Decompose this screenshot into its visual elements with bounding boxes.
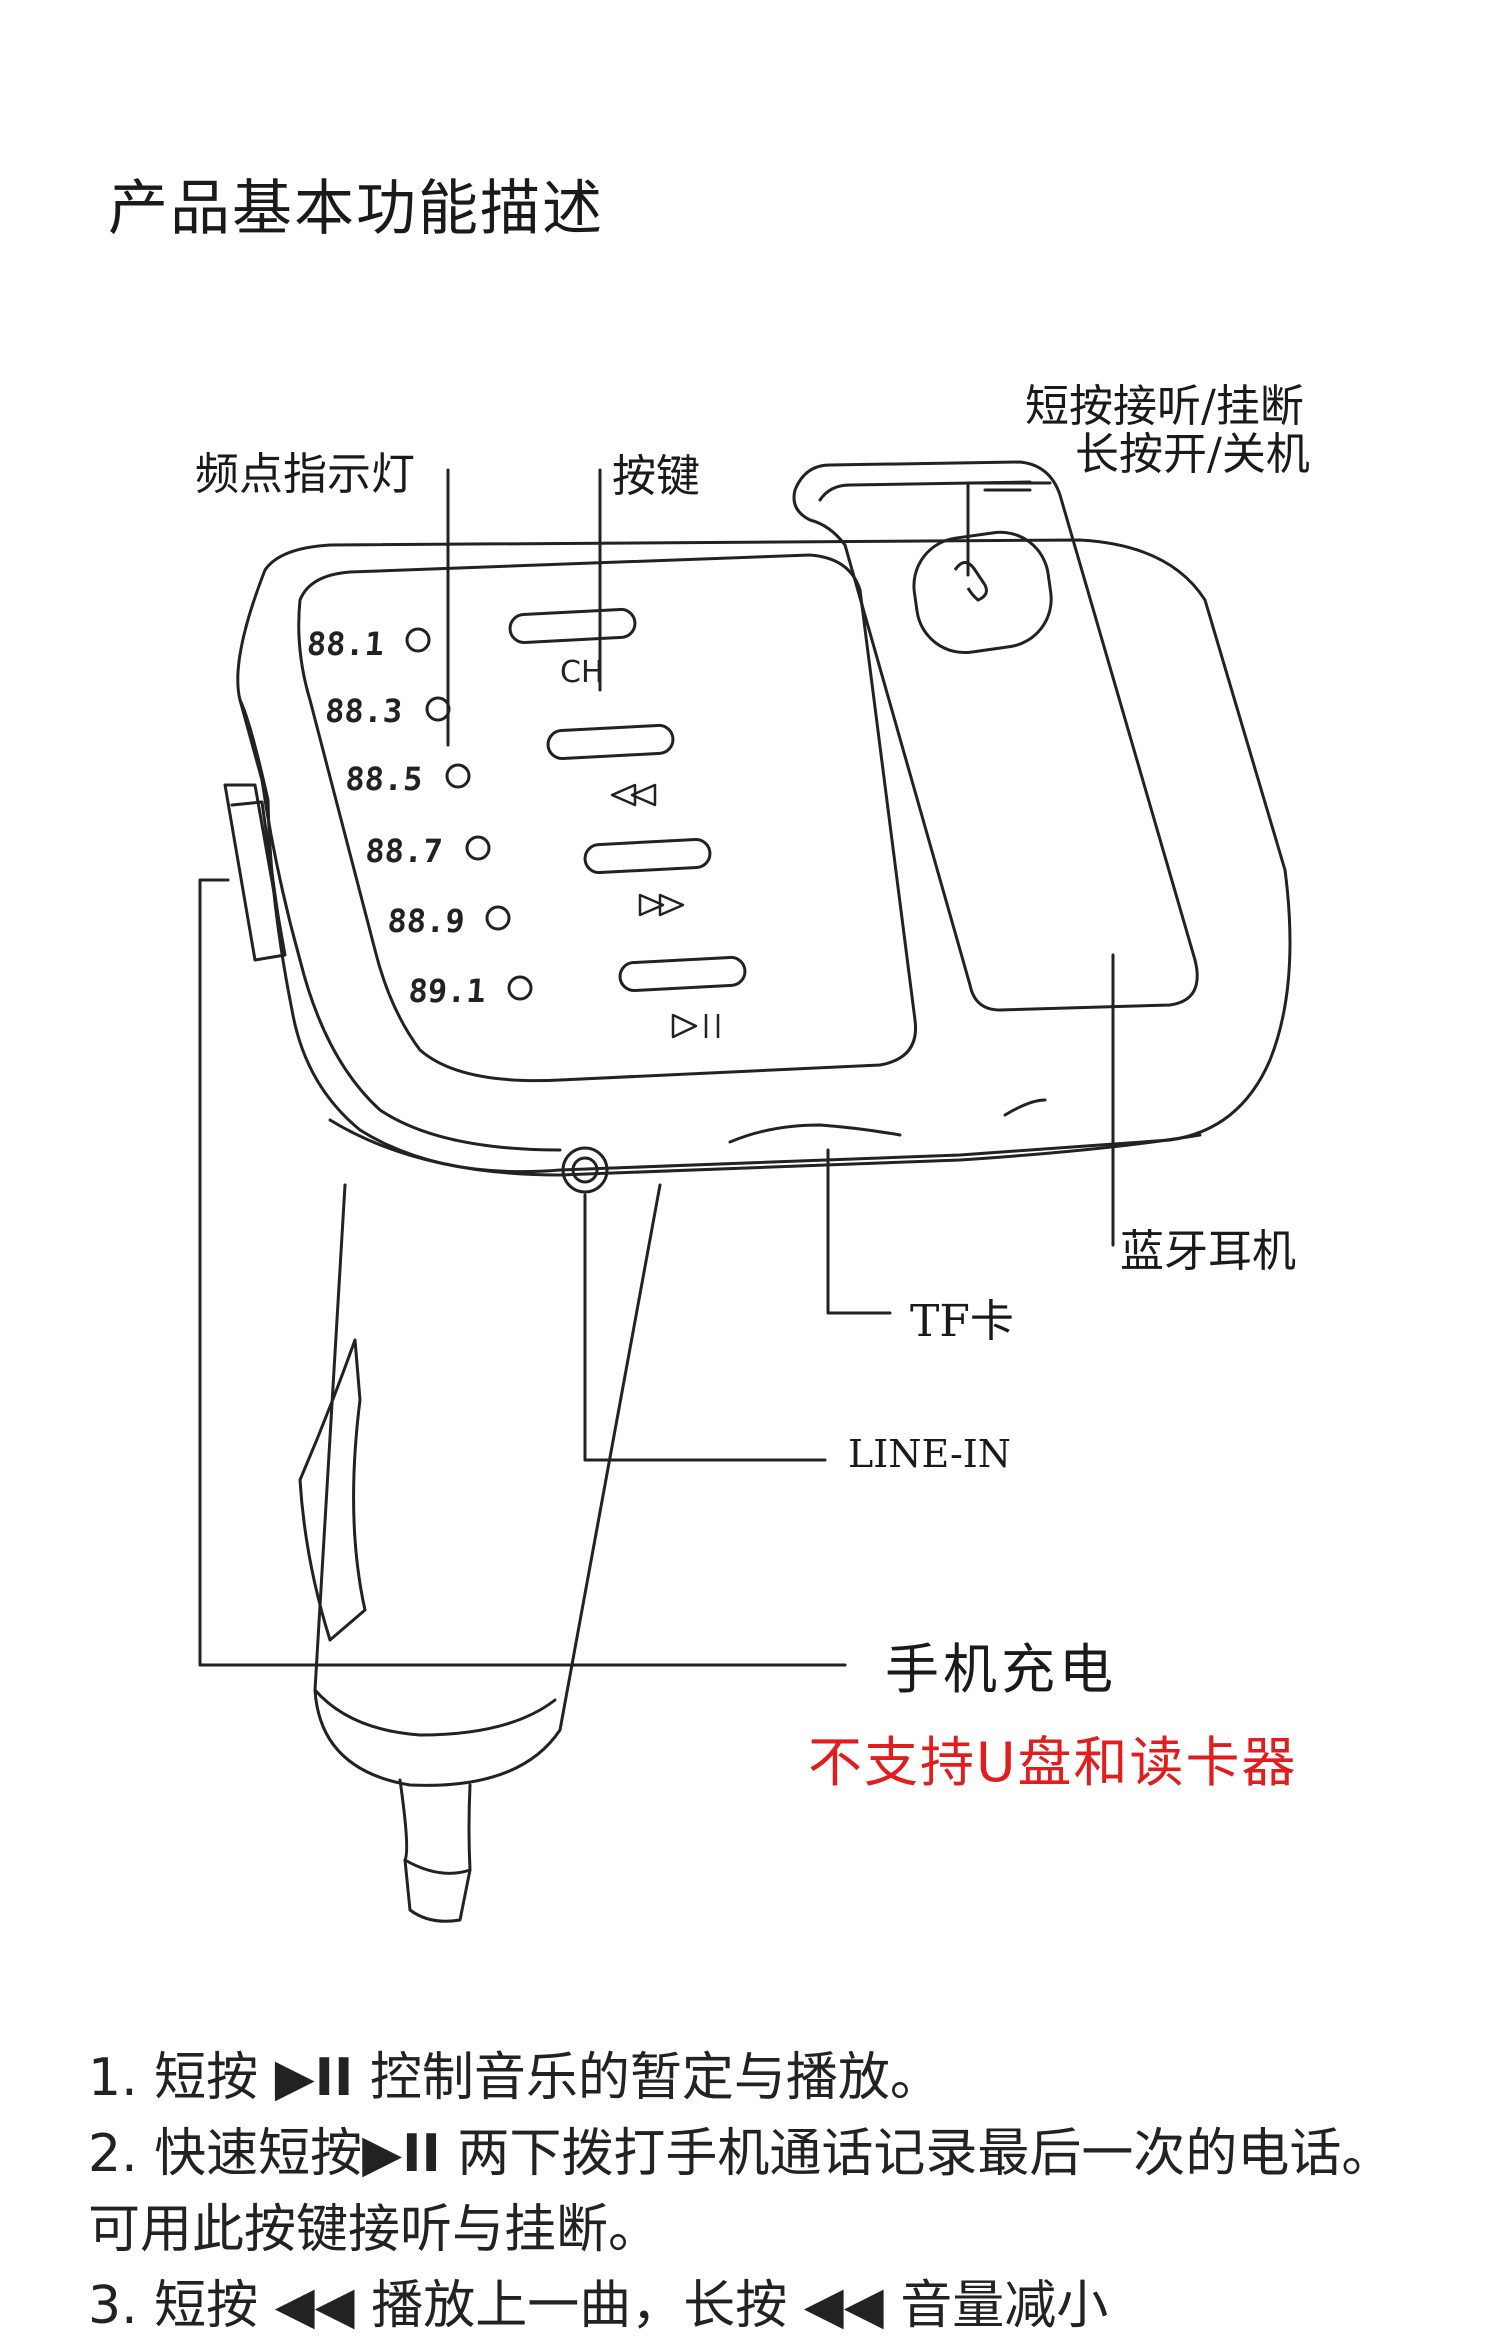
ch-label: CH (560, 655, 604, 690)
frequency-label: 89.1 (407, 972, 487, 1010)
frequency-label: 88.9 (386, 902, 466, 940)
label-tf-card: TF卡 (910, 1296, 1014, 1347)
notice-no-usb-disk: 不支持U盘和读卡器 (808, 1731, 1298, 1794)
usb-port (223, 783, 287, 962)
frequency-label: 88.1 (306, 625, 386, 663)
instruction-1: 1. 短按 ▶II 控制音乐的暂定与播放。 (88, 2048, 942, 2108)
led-dot (405, 627, 431, 653)
instructions: 1. 短按 ▶II 控制音乐的暂定与播放。 2. 快速短按▶II 两下拨打手机通… (88, 2040, 1428, 2344)
leader-call (966, 481, 1052, 577)
tf-card-slot (728, 1123, 902, 1144)
led-dot (465, 835, 491, 861)
led-dot (485, 905, 511, 931)
led-dot (445, 763, 471, 789)
phone-icon (953, 561, 988, 602)
page-title: 产品基本功能描述 (108, 174, 604, 244)
rewind-icon (610, 783, 657, 807)
play-pause-button (618, 955, 747, 993)
frequency-label: 88.7 (364, 832, 444, 870)
rewind-icon: ◀◀ (274, 2276, 355, 2336)
instruction-3: 3. 短按 ◀◀ 播放上一曲，长按 ◀◀ 音量减小 (88, 2276, 1109, 2336)
label-phone-charging: 手机充电 (885, 1638, 1117, 1701)
led-dot (425, 696, 451, 722)
frequency-label: 88.5 (344, 760, 424, 798)
car-plug (313, 1183, 662, 1787)
next-button (583, 837, 712, 875)
label-bluetooth-earpiece: 蓝牙耳机 (1120, 1226, 1296, 1277)
prev-button (546, 723, 675, 761)
fast-forward-icon (638, 893, 685, 917)
ch-button (508, 607, 637, 645)
line-in-jack (561, 1146, 609, 1194)
play-pause-icon: ▶II (274, 2048, 354, 2108)
play-pause-icon (671, 1013, 720, 1039)
instruction-2: 2. 快速短按▶II 两下拨打手机通话记录最后一次的电话。可用此按键接听与挂断。 (88, 2124, 1394, 2260)
label-buttons: 按键 (612, 451, 700, 502)
label-line-in: LINE-IN (848, 1432, 1012, 1476)
leader-charging (198, 878, 847, 1667)
leader-line-in (583, 1193, 827, 1462)
call-button (912, 530, 1053, 655)
leader-tf (826, 1148, 892, 1315)
frequency-label: 88.3 (324, 692, 404, 730)
label-call-line1: 短按接听/挂断 (1025, 381, 1304, 432)
label-frequency-lights: 频点指示灯 (195, 449, 415, 500)
bluetooth-earpiece (792, 460, 1199, 1012)
play-pause-icon: ▶II (362, 2124, 441, 2184)
label-call-line2: 长按开/关机 (1075, 429, 1310, 480)
led-dot (507, 975, 533, 1001)
